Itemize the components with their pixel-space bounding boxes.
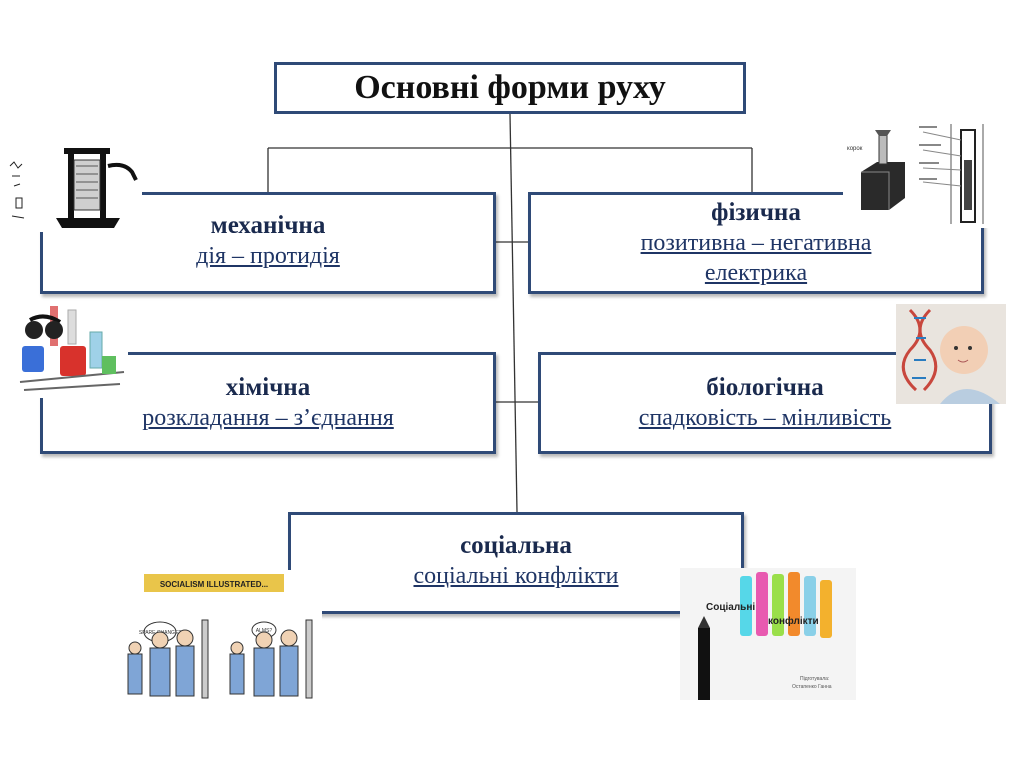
social-desc: соціальні конфлікти [413,563,619,589]
crayons-image: Соціальні конфлікти Підготувала: Остапен… [680,568,856,700]
box-chemical: хімічна розкладання – з’єднання [40,352,496,454]
physical-desc-2: електрика [704,260,808,286]
crayons-caption-2: конфлікти [768,615,819,627]
diagram-title: Основні форми руху [274,62,746,114]
mechanical-name: механічна [210,212,326,239]
chemistry-lab-image [16,302,128,398]
crayons-credit-1: Підготувала: [800,676,829,682]
socialism-cartoon-image: SOCIALISM ILLUSTRATED... SPARE CHANGE? A… [114,570,322,704]
physical-name: фізична [711,199,801,226]
physics-apparatus-image: корок [843,120,993,228]
crayons-caption-1: Соціальні [706,602,755,613]
baby-dna-image [896,304,1006,404]
chemical-name: хімічна [225,374,311,401]
mechanical-desc: дія – протидія [196,243,340,269]
mechanical-press-image [4,146,142,232]
title-text: Основні форми руху [354,69,666,106]
physical-desc-1: позитивна – негативна [640,230,872,256]
social-name: соціальна [460,532,572,559]
crayons-credit-2: Остапенко Ганна [792,684,832,690]
chemical-desc: розкладання – з’єднання [142,405,394,431]
box-social: соціальна соціальні конфлікти [288,512,744,614]
box-physical: фізична позитивна – негативна електрика [528,192,984,294]
biological-desc: спадковість – мінливість [638,405,892,431]
biological-name: біологічна [706,374,824,401]
svg-text:корок: корок [847,146,863,152]
cartoon-banner: SOCIALISM ILLUSTRATED... [160,580,268,589]
cartoon-bubble-2: ALMS? [256,628,273,634]
